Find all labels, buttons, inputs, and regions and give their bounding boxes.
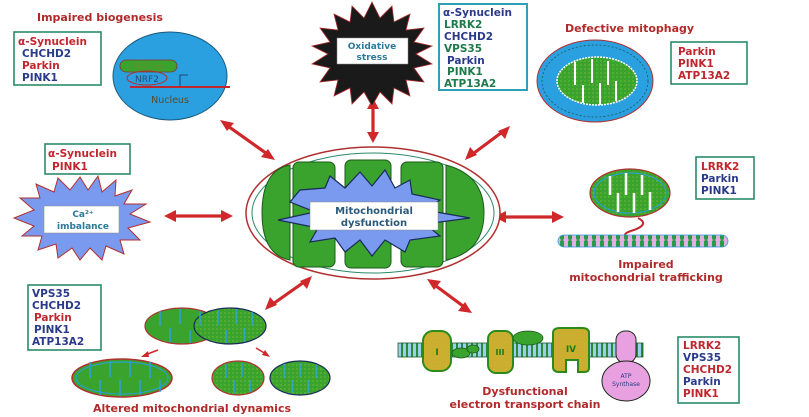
oxidative-gene: VPS35 — [444, 43, 482, 55]
center-label-box — [309, 201, 439, 231]
biogenesis-gene: α-Synuclein — [18, 36, 87, 48]
etc-gene: LRRK2 — [683, 340, 721, 352]
complex-IV: IV — [552, 327, 590, 373]
biogenesis-gene: Parkin — [22, 60, 60, 72]
calcium-gene: α-Synuclein — [48, 148, 117, 160]
oxidative-label-line2: stress — [357, 53, 388, 63]
fragmented-mitochondria — [211, 360, 331, 396]
oxidative-gene: Parkin — [447, 55, 485, 67]
dynamics-gene: VPS35 — [32, 288, 70, 300]
calcium-label-box — [43, 205, 120, 234]
arrow-to-dynamics — [265, 276, 312, 310]
etc-gene: PINK1 — [683, 388, 719, 400]
arrow-to-calcium — [164, 210, 233, 222]
complex-III-label: III — [496, 348, 505, 357]
fission-arrows — [141, 347, 270, 357]
microtubule — [557, 234, 729, 248]
dynamics-gene: CHCHD2 — [32, 300, 81, 312]
dynamics-title: Altered mitochondrial dynamics — [93, 402, 292, 415]
atp-synthase-label-line1: ATP — [621, 373, 632, 380]
mitophagy-gene: PINK1 — [678, 58, 714, 70]
dynamics-gene: PINK1 — [34, 324, 70, 336]
arrow-to-etc — [427, 279, 472, 313]
calcium-gene: PINK1 — [52, 161, 88, 173]
etc-title-line1: Dysfunctional — [482, 385, 567, 398]
complex-I: I — [422, 330, 452, 372]
mitophagy-gene: Parkin — [678, 46, 716, 58]
oxidative-label-line1: Oxidative — [348, 42, 396, 52]
complex-III: III — [487, 330, 514, 374]
calcium-gene-box: α-Synuclein PINK1 — [44, 143, 131, 175]
biogenesis-title: Impaired biogenesis — [37, 11, 163, 24]
calcium-label-line1: Ca²⁺ — [72, 210, 94, 220]
factor-pgc1a: PGC-1α — [133, 62, 163, 71]
mitophagy-gene-box: Parkin PINK1 ATP13A2 — [670, 41, 748, 85]
mitophagy-title: Defective mitophagy — [565, 22, 694, 35]
atp-synthase: ATP Synthase — [601, 330, 651, 402]
center-label-line1: Mitochondrial — [335, 206, 413, 217]
atp-synthase-label-line2: Synthase — [612, 381, 640, 388]
nucleus: PGC-1α NRF2 Nucleus — [112, 31, 230, 121]
cytochrome-c — [512, 330, 544, 346]
trafficking-gene: Parkin — [701, 173, 739, 185]
etc-gene: CHCHD2 — [683, 364, 732, 376]
arrow-to-biogenesis — [220, 120, 275, 160]
oxidative-gene-box: α-Synuclein LRRK2 CHCHD2 VPS35 Parkin PI… — [438, 3, 528, 91]
oxidative-gene: PINK1 — [447, 66, 483, 78]
etc-gene-box: LRRK2 VPS35 CHCHD2 Parkin PINK1 — [677, 336, 740, 404]
etc-gene: VPS35 — [683, 352, 721, 364]
complex-II — [451, 344, 480, 359]
biogenesis-gene-box: α-Synuclein CHCHD2 Parkin PINK1 — [13, 31, 102, 86]
center-label-line2: dysfunction — [341, 218, 407, 229]
dynamics-gene-box: VPS35 CHCHD2 Parkin PINK1 ATP13A2 — [27, 284, 102, 351]
trafficking-title-line1: Impaired — [618, 258, 673, 271]
oxidative-gene: LRRK2 — [444, 19, 482, 31]
mitophagy-gene: ATP13A2 — [678, 70, 730, 82]
factor-nrf2: NRF2 — [135, 75, 159, 85]
fusing-mitochondria — [144, 307, 267, 345]
oxidative-gene: ATP13A2 — [444, 78, 496, 90]
oxidative-label-box — [336, 37, 409, 65]
trafficking-gene: PINK1 — [701, 185, 737, 197]
dynamics-gene: Parkin — [34, 312, 72, 324]
mitophagy-mitochondrion — [536, 39, 654, 123]
oxidative-gene: CHCHD2 — [444, 31, 493, 43]
trafficking-gene: LRRK2 — [701, 161, 739, 173]
trafficking-gene-box: LRRK2 Parkin PINK1 — [695, 156, 755, 200]
trafficking-mitochondrion — [589, 168, 671, 238]
biogenesis-gene: PINK1 — [22, 72, 58, 84]
calcium-label-line2: imbalance — [57, 222, 109, 232]
elongated-mitochondrion — [71, 358, 173, 398]
arrow-to-mitophagy — [465, 126, 510, 160]
dynamics-gene: ATP13A2 — [32, 336, 84, 348]
arrow-to-trafficking — [494, 211, 564, 223]
trafficking-title-line2: mitochondrial trafficking — [569, 271, 723, 284]
nucleus-label: Nucleus — [151, 95, 189, 106]
complex-I-label: I — [435, 348, 438, 358]
etc-gene: Parkin — [683, 376, 721, 388]
oxidative-gene: α-Synuclein — [443, 7, 512, 19]
etc-title-line2: electron transport chain — [450, 398, 601, 411]
biogenesis-gene: CHCHD2 — [22, 48, 71, 60]
complex-IV-label: IV — [566, 345, 576, 355]
